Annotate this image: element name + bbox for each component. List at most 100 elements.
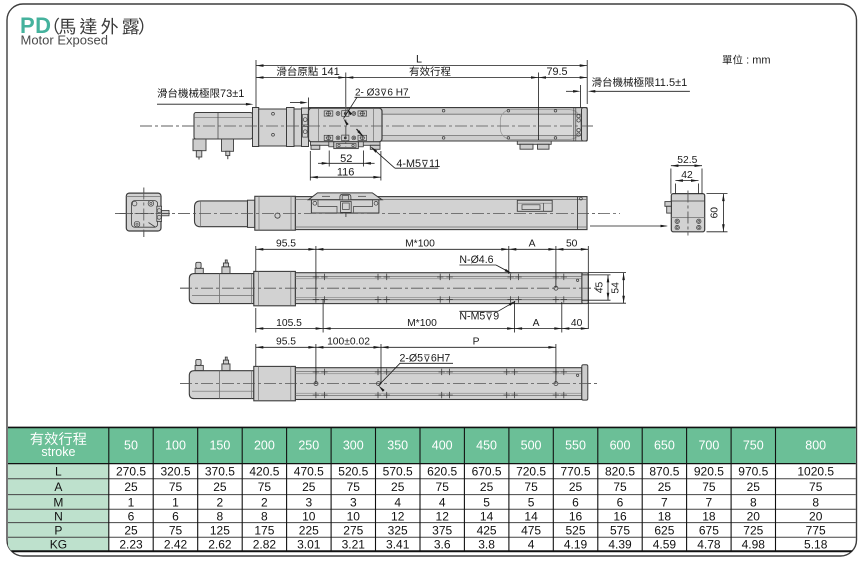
svg-text:2.23: 2.23 xyxy=(119,538,143,552)
svg-text:3: 3 xyxy=(350,495,357,509)
svg-text:60: 60 xyxy=(710,207,721,219)
svg-text:95.5: 95.5 xyxy=(276,239,296,250)
svg-text:14: 14 xyxy=(480,509,494,523)
svg-text:4.59: 4.59 xyxy=(653,538,677,552)
svg-text:5: 5 xyxy=(528,495,535,509)
svg-text:9: 9 xyxy=(493,311,499,323)
svg-text:400: 400 xyxy=(432,439,453,453)
svg-text:25: 25 xyxy=(302,480,316,494)
svg-text:6: 6 xyxy=(572,495,579,509)
svg-text:20: 20 xyxy=(747,509,761,523)
svg-text:50: 50 xyxy=(124,439,138,453)
svg-text:75: 75 xyxy=(169,480,183,494)
svg-text:200: 200 xyxy=(254,439,275,453)
svg-text:920.5: 920.5 xyxy=(694,465,724,479)
svg-text:18: 18 xyxy=(702,509,716,523)
svg-text:275: 275 xyxy=(343,523,363,537)
svg-text:75: 75 xyxy=(524,480,538,494)
svg-text:KG: KG xyxy=(50,538,67,552)
svg-text:370.5: 370.5 xyxy=(205,465,235,479)
svg-text:12: 12 xyxy=(391,509,405,523)
svg-text:M*100: M*100 xyxy=(405,239,435,250)
svg-text:970.5: 970.5 xyxy=(738,465,768,479)
svg-text:450: 450 xyxy=(476,439,497,453)
svg-text:L: L xyxy=(416,54,422,66)
svg-text:125: 125 xyxy=(210,523,230,537)
svg-text:4.19: 4.19 xyxy=(564,538,588,552)
svg-text:95.5: 95.5 xyxy=(276,336,296,347)
svg-text:470.5: 470.5 xyxy=(294,465,324,479)
svg-text:2.42: 2.42 xyxy=(164,538,188,552)
svg-text:79.5: 79.5 xyxy=(546,66,567,78)
svg-text:50: 50 xyxy=(566,239,578,250)
svg-text:100±0.02: 100±0.02 xyxy=(327,336,370,347)
svg-text:7: 7 xyxy=(706,495,713,509)
svg-text:18: 18 xyxy=(658,509,672,523)
svg-text:6H7: 6H7 xyxy=(431,353,451,365)
svg-text:800: 800 xyxy=(805,439,826,453)
svg-text:620.5: 620.5 xyxy=(427,465,457,479)
svg-text:375: 375 xyxy=(432,523,452,537)
svg-text:N: N xyxy=(54,509,63,523)
svg-text:75: 75 xyxy=(169,523,183,537)
svg-text:stroke: stroke xyxy=(41,445,75,459)
svg-text:25: 25 xyxy=(391,480,405,494)
svg-text:1: 1 xyxy=(128,495,135,509)
svg-text:52: 52 xyxy=(340,153,352,165)
svg-text:4: 4 xyxy=(439,495,446,509)
svg-text:P: P xyxy=(54,523,62,537)
svg-text:270.5: 270.5 xyxy=(116,465,146,479)
svg-text:7: 7 xyxy=(661,495,668,509)
svg-text:L: L xyxy=(55,465,62,479)
svg-text:25: 25 xyxy=(124,480,138,494)
svg-text:4: 4 xyxy=(394,495,401,509)
svg-text:5: 5 xyxy=(483,495,490,509)
svg-text:775: 775 xyxy=(806,523,826,537)
svg-text:625: 625 xyxy=(654,523,674,537)
svg-text:52.5: 52.5 xyxy=(677,155,697,166)
svg-text:4: 4 xyxy=(528,538,535,552)
svg-text:320.5: 320.5 xyxy=(160,465,190,479)
svg-text:141: 141 xyxy=(321,66,339,78)
svg-text:650: 650 xyxy=(654,439,675,453)
svg-text:2.82: 2.82 xyxy=(253,538,277,552)
svg-text:A: A xyxy=(533,318,540,329)
svg-text:820.5: 820.5 xyxy=(605,465,635,479)
svg-text:475: 475 xyxy=(521,523,541,537)
svg-text:75: 75 xyxy=(436,480,450,494)
svg-text:A: A xyxy=(54,480,62,494)
svg-text:675: 675 xyxy=(699,523,719,537)
svg-text:8: 8 xyxy=(812,495,819,509)
svg-text:600: 600 xyxy=(610,439,631,453)
svg-text:5.18: 5.18 xyxy=(804,538,828,552)
svg-text:42: 42 xyxy=(681,170,693,181)
svg-text:8: 8 xyxy=(217,509,224,523)
svg-text:10: 10 xyxy=(347,509,361,523)
svg-text:1: 1 xyxy=(172,495,179,509)
svg-text:770.5: 770.5 xyxy=(560,465,590,479)
svg-text:8: 8 xyxy=(750,495,757,509)
svg-text:6: 6 xyxy=(617,495,624,509)
svg-text:12: 12 xyxy=(436,509,450,523)
svg-text:8: 8 xyxy=(261,509,268,523)
svg-text:40: 40 xyxy=(571,318,583,329)
svg-text:25: 25 xyxy=(747,480,761,494)
svg-text:250: 250 xyxy=(298,439,319,453)
svg-text:300: 300 xyxy=(343,439,364,453)
svg-text:500: 500 xyxy=(521,439,542,453)
svg-text:3.21: 3.21 xyxy=(342,538,366,552)
svg-text:16: 16 xyxy=(569,509,583,523)
svg-text:570.5: 570.5 xyxy=(383,465,413,479)
svg-text:325: 325 xyxy=(388,523,408,537)
svg-text:25: 25 xyxy=(213,480,227,494)
svg-text:A: A xyxy=(529,239,536,250)
svg-text:105.5: 105.5 xyxy=(276,318,302,329)
svg-text:3.01: 3.01 xyxy=(297,538,321,552)
svg-text:3.6: 3.6 xyxy=(434,538,451,552)
svg-text:420.5: 420.5 xyxy=(249,465,279,479)
svg-text:2- Ø3: 2- Ø3 xyxy=(355,87,380,98)
svg-text:525: 525 xyxy=(565,523,585,537)
svg-text:3.8: 3.8 xyxy=(478,538,495,552)
svg-text:520.5: 520.5 xyxy=(338,465,368,479)
svg-text:2.62: 2.62 xyxy=(208,538,232,552)
